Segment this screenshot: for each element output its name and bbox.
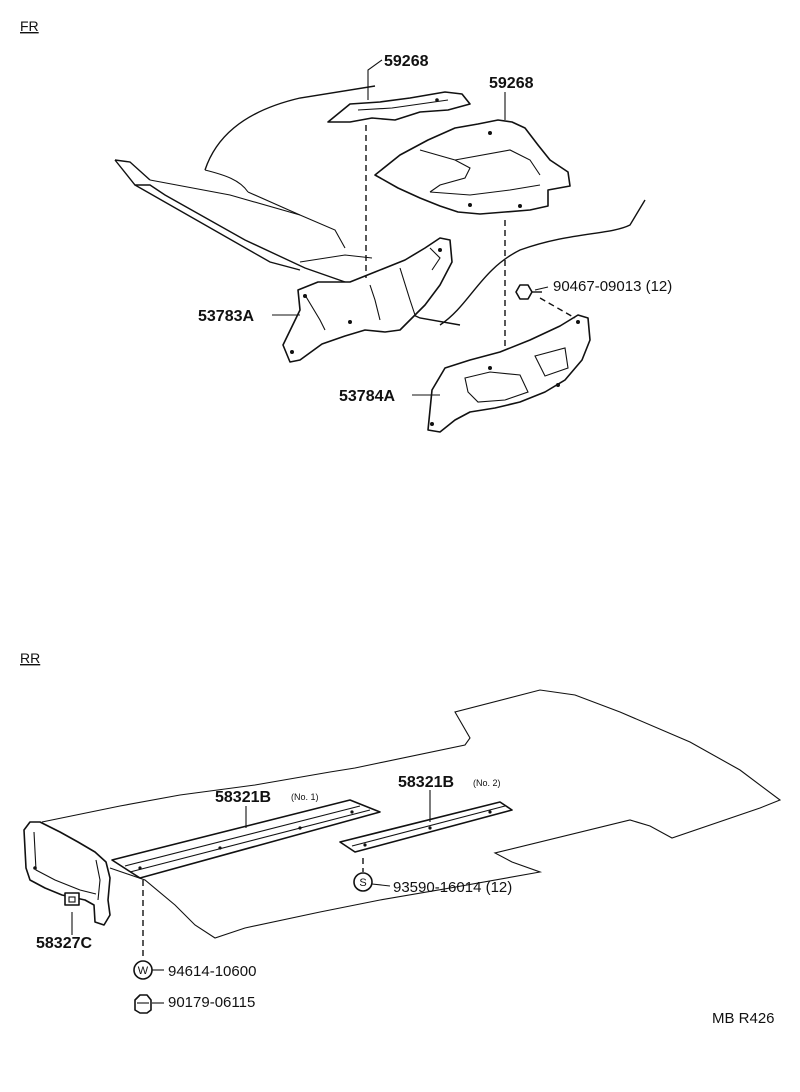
label-58321B-no1-sub: (No. 1) — [291, 792, 319, 802]
diagram-code: MB R426 — [712, 1010, 775, 1027]
assembly-line-bolt — [539, 297, 576, 319]
part-58327C[interactable] — [23, 821, 111, 926]
washer-94614-10600-icon[interactable]: W — [133, 960, 153, 980]
label-screw-93590-16014: 93590-16014 (12) — [393, 879, 512, 896]
part-59268-right[interactable] — [374, 119, 571, 215]
nut-90179-06115-icon[interactable] — [134, 994, 152, 1014]
part-59268-left[interactable] — [327, 91, 471, 123]
section-label-front: FR — [20, 18, 39, 34]
label-58327C: 58327C — [36, 935, 92, 952]
label-59268-right: 59268 — [489, 75, 534, 92]
part-53783A[interactable] — [282, 237, 453, 363]
screw-93590-16014-icon[interactable]: S — [353, 872, 373, 892]
leader-screw — [371, 883, 391, 887]
washer-symbol: W — [138, 965, 149, 977]
screw-symbol: S — [359, 877, 366, 889]
part-53784A[interactable] — [427, 314, 591, 433]
leader-59268-left — [367, 59, 383, 100]
label-53784A: 53784A — [339, 388, 395, 405]
label-53783A: 53783A — [198, 308, 254, 325]
label-58321B-no2-sub: (No. 2) — [473, 778, 501, 788]
label-58321B-no1: 58321B — [215, 789, 271, 806]
label-washer-94614-10600: 94614-10600 — [168, 963, 256, 980]
leader-bolt — [534, 286, 549, 291]
label-nut-90179-06115: 90179-06115 — [168, 994, 255, 1011]
label-59268-left: 59268 — [384, 53, 429, 70]
rear-floor-outline — [41, 689, 782, 939]
part-58321B-no1[interactable] — [111, 799, 381, 879]
section-label-rear: RR — [20, 650, 40, 666]
label-bolt-90467-09013: 90467-09013 (12) — [553, 278, 672, 295]
bolt-90467-09013-icon[interactable] — [515, 284, 542, 300]
label-58321B-no2: 58321B — [398, 774, 454, 791]
part-58321B-no2[interactable] — [339, 801, 513, 853]
